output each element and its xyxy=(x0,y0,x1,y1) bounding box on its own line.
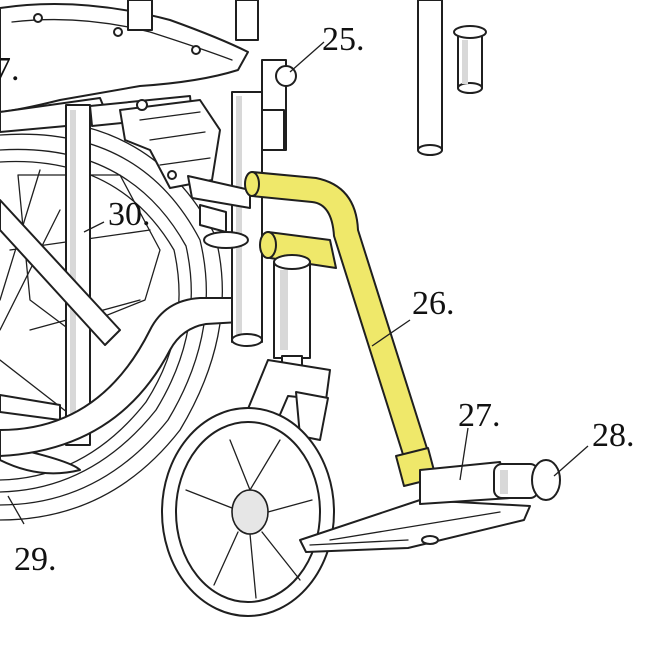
callout-28: 28. xyxy=(592,417,635,454)
chair-frame xyxy=(0,0,287,457)
part-27-footplate xyxy=(299,461,531,553)
callout-27: 27. xyxy=(458,397,501,434)
front-caster-assembly xyxy=(161,254,335,617)
callout-26: 26. xyxy=(412,285,455,322)
part-25-lock-knob xyxy=(261,65,297,151)
legrest-hanger-bracket xyxy=(119,99,251,249)
callout-30: 30. xyxy=(108,196,151,233)
spare-tube-and-bushing xyxy=(417,0,487,156)
callout-7: 7. xyxy=(0,51,20,88)
callout-25: 25. xyxy=(322,21,365,58)
part-28-heel-bumper xyxy=(493,459,561,501)
callout-leaders xyxy=(7,41,589,525)
callout-29: 29. xyxy=(14,541,57,578)
